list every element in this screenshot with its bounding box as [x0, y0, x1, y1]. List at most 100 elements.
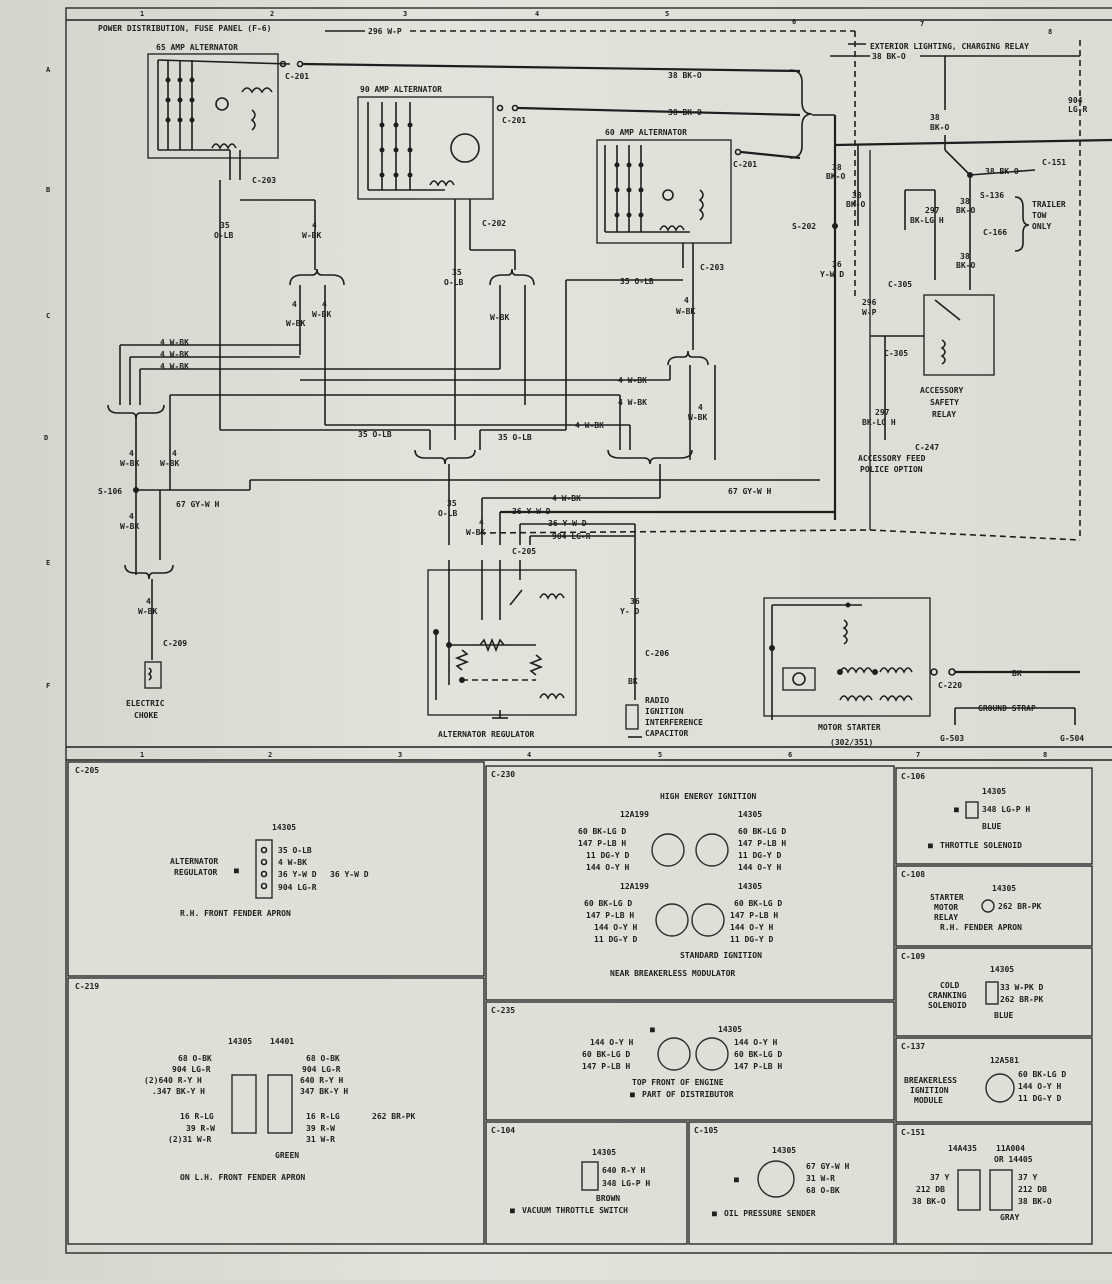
- c230-p1a: 12A199: [620, 810, 649, 819]
- cross-c-label: 4 W-BK: [575, 421, 604, 430]
- c151-connector-l: [957, 1169, 981, 1211]
- alt60-4b: 4: [698, 403, 703, 412]
- c205-pin-2: 4 W-BK: [278, 858, 307, 867]
- olb35-right-label: 35 O-LB: [498, 433, 532, 442]
- c105-connector: [757, 1160, 795, 1198]
- c219-connector-l: [231, 1074, 257, 1134]
- c109-color: BLUE: [994, 1011, 1013, 1020]
- alt60-c203: C-203: [700, 263, 724, 272]
- relay-label-3: RELAY: [932, 410, 956, 419]
- c230-p2a: 14305: [738, 810, 762, 819]
- alt65-output-wire: [302, 62, 801, 73]
- c230-l2-2: 144 O-Y H: [594, 923, 638, 932]
- c230-l1-0: 60 BK-LG D: [578, 827, 626, 836]
- alt60-4: 4: [684, 296, 689, 305]
- c235-loc-1: TOP FRONT OF ENGINE: [632, 1078, 724, 1087]
- row-d: D: [44, 434, 48, 442]
- c230-conn-2: [695, 833, 729, 867]
- s106-label: S-106: [98, 487, 122, 496]
- c205-id: C-205: [75, 766, 99, 775]
- c106-bullet: ■: [954, 805, 959, 814]
- c230-l1-1: 147 P-LB H: [578, 839, 626, 848]
- c230-std: STANDARD IGNITION: [680, 951, 762, 960]
- row-c: C: [46, 312, 50, 320]
- c235-bullet: ■: [650, 1025, 655, 1034]
- relay-label-1: ACCESSORY: [920, 386, 964, 395]
- harness-brace-4: [489, 268, 535, 286]
- c104-id: C-104: [491, 1126, 515, 1135]
- cap-36: 36: [630, 597, 640, 606]
- col-8: 8: [1048, 28, 1052, 36]
- olb35-mid-a: 35: [452, 268, 462, 277]
- c104-connector: [581, 1161, 599, 1191]
- c151-connector-r: [989, 1169, 1013, 1211]
- c219-l1: 68 O-BK: [178, 1054, 212, 1063]
- s106-4b: 4: [172, 449, 177, 458]
- c219-l6: 39 R-W: [186, 1124, 215, 1133]
- c137-pin-3: 11 DG-Y D: [1018, 1094, 1062, 1103]
- column-labels-top: 1 2 3 4 5 6 7 8: [140, 10, 1052, 36]
- reg-35: 35: [447, 499, 457, 508]
- alt90-bk38: 38 BK-O: [668, 108, 702, 117]
- harness-brace-7: [607, 449, 693, 465]
- c219-l5: 16 R-LG: [180, 1112, 214, 1121]
- alt90-c201: C-201: [502, 116, 526, 125]
- c235-l1: 60 BK-LG D: [582, 1050, 630, 1059]
- motor-starter-box: [763, 597, 931, 717]
- c109-name-3: SOLENOID: [928, 1001, 967, 1010]
- c137-part: 12A581: [990, 1056, 1019, 1065]
- c219-p1: 14305: [228, 1037, 252, 1046]
- reg-olb: O-LB: [438, 509, 457, 518]
- alt60-wbkb: W-BK: [688, 413, 707, 422]
- c205-loc: R.H. FRONT FENDER APRON: [180, 909, 291, 918]
- radio-1: RADIO: [645, 696, 669, 705]
- wbk4-a: 4: [312, 221, 317, 230]
- c151-id: C-151: [901, 1128, 925, 1137]
- alt60-label: 60 AMP ALTERNATOR: [605, 128, 687, 137]
- col-4: 4: [535, 10, 539, 18]
- h1-wbk: W-BK: [286, 319, 305, 328]
- c106-connector: [965, 801, 979, 819]
- c205-pin-1: 35 O-LB: [278, 846, 312, 855]
- relay-bko: BK-O: [956, 206, 975, 215]
- c109-id: C-109: [901, 952, 925, 961]
- s202-splice: [832, 223, 838, 229]
- trailer-brace: [1014, 196, 1030, 252]
- regulator-label: ALTERNATOR REGULATOR: [438, 730, 535, 739]
- c230-right2: 60 BK-LG D 147 P-LB H 144 O-Y H 11 DG-Y …: [730, 899, 782, 944]
- bus1-label: 4 W-BK: [160, 338, 189, 347]
- feed-label-2: POLICE OPTION: [860, 465, 923, 474]
- choke-wbkb: W-BK: [138, 607, 157, 616]
- c230-id: C-230: [491, 770, 515, 779]
- alt65-terminal-b: [296, 60, 304, 68]
- c219-r5b: 262 BR-PK: [372, 1112, 416, 1121]
- harness-brace-5: [667, 350, 709, 366]
- c219-connector-r: [267, 1074, 293, 1134]
- choke-label-2: CHOKE: [134, 711, 158, 720]
- c230-r1-0: 60 BK-LG D: [738, 827, 786, 836]
- s202-label: S-202: [792, 222, 816, 231]
- trailer-2: TOW: [1032, 211, 1047, 220]
- reg-wbk: W-BK: [466, 528, 485, 537]
- safety-relay-box: [923, 294, 995, 376]
- alt60-wbk: W-BK: [676, 307, 695, 316]
- olb35-mid-b: O-LB: [444, 278, 463, 287]
- c108-name-1: STARTER: [930, 893, 964, 902]
- col-3: 3: [403, 10, 407, 18]
- c230-r1-2: 11 DG-Y D: [738, 851, 782, 860]
- alt60-terminal: [734, 148, 742, 156]
- radio-3: INTERFERENCE: [645, 718, 703, 727]
- c137-pin-2: 144 O-Y H: [1018, 1082, 1062, 1091]
- choke-element: [144, 661, 162, 689]
- col-6: 6: [792, 18, 796, 26]
- col-5-mid: 5: [658, 751, 662, 759]
- regulator-internals: [433, 560, 565, 719]
- c219-r5: 16 R-LG: [306, 1112, 340, 1121]
- c230-left2: 60 BK-LG D 147 P-LB H 144 O-Y H 11 DG-Y …: [584, 899, 638, 944]
- output-bus-brace: [789, 69, 813, 159]
- c235-part: 14305: [718, 1025, 742, 1034]
- c105-pin-2: 31 W-R: [806, 1174, 835, 1183]
- c205-pin-5: 904 LG-R: [278, 883, 317, 892]
- alt65-bk38: 38 BK-O: [668, 71, 702, 80]
- c137-id: C-137: [901, 1042, 925, 1051]
